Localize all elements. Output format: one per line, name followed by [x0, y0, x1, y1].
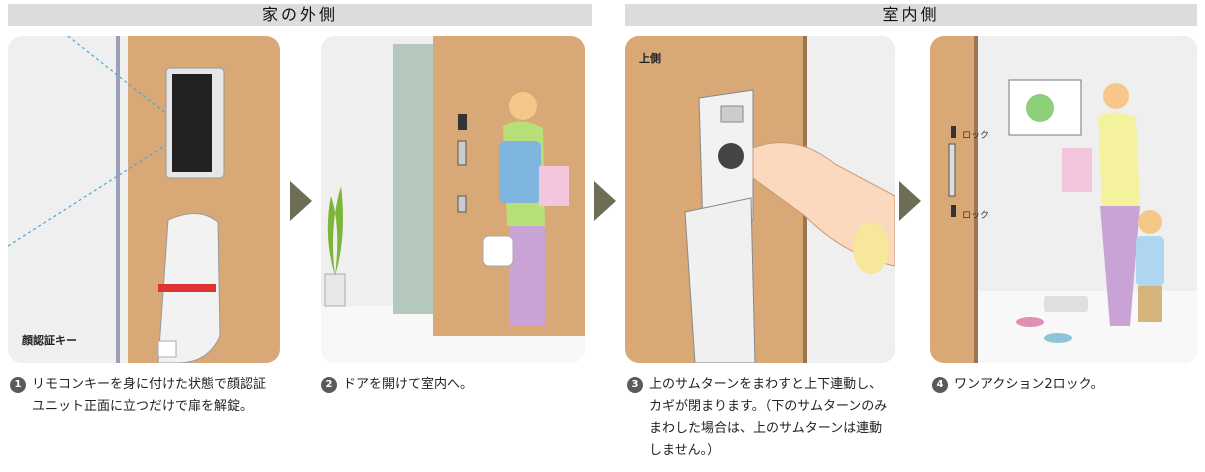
step-4-text: ワンアクション2ロック。 — [954, 377, 1104, 392]
panel-open-door — [321, 36, 585, 363]
arrow-1-icon — [290, 181, 312, 221]
step-2: 2 ドアを開けて室内へ。 — [321, 374, 585, 396]
step-4: 4 ワンアクション2ロック。 — [932, 374, 1197, 396]
step-2-number-icon: 2 — [321, 377, 337, 393]
step-3: 3 上のサムターンをまわすと上下連動し、カギが閉まります。（下のサムターンのみま… — [627, 374, 895, 462]
upper-side-label: 上側 — [639, 52, 661, 65]
header-outside: 家の外側 — [8, 4, 592, 26]
lock-top-label: ロック — [962, 131, 990, 141]
lock-bottom-label: ロック — [962, 211, 990, 221]
two-locks-illustration — [930, 36, 1197, 363]
step-1: 1 リモコンキーを身に付けた状態で顔認証ユニット正面に立つだけで扉を解錠。 — [10, 374, 278, 418]
open-door-illustration — [321, 36, 585, 363]
arrow-2-icon — [594, 181, 616, 221]
thumb-turn-illustration — [625, 36, 895, 363]
panel-two-locks: ロック ロック — [930, 36, 1197, 363]
header-inside-label: 室内側 — [882, 5, 940, 24]
step-4-number-icon: 4 — [932, 377, 948, 393]
step-1-number-icon: 1 — [10, 377, 26, 393]
step-3-number-icon: 3 — [627, 377, 643, 393]
step-1-text: リモコンキーを身に付けた状態で顔認証ユニット正面に立つだけで扉を解錠。 — [32, 377, 267, 414]
header-outside-label: 家の外側 — [261, 5, 338, 24]
panel-thumb-turn: 上側 — [625, 36, 895, 363]
header-inside: 室内側 — [625, 4, 1197, 26]
panel-face-recognition: 顔認証キー — [8, 36, 280, 363]
step-2-text: ドアを開けて室内へ。 — [343, 377, 474, 392]
arrow-3-icon — [899, 181, 921, 221]
face-recognition-illustration — [8, 36, 280, 363]
face-key-label: 顔認証キー — [22, 334, 77, 347]
step-3-text: 上のサムターンをまわすと上下連動し、カギが閉まります。（下のサムターンのみまわし… — [649, 377, 888, 458]
